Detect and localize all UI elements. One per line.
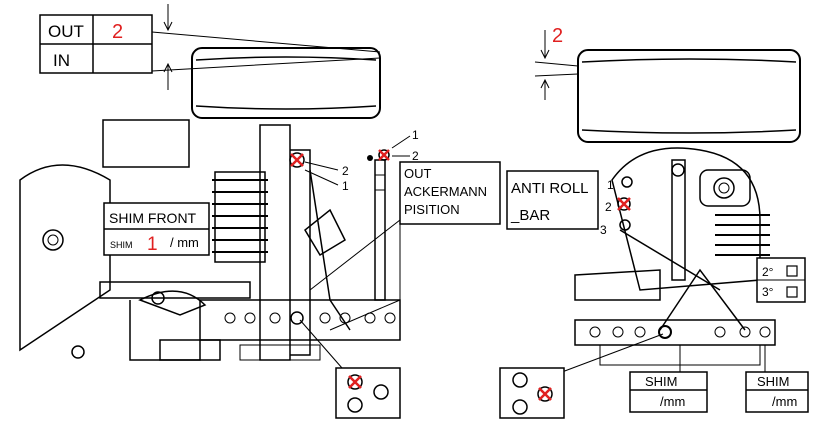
shim-right-unit: /mm — [772, 394, 797, 409]
anti-roll-positions: 1 2 3 — [600, 176, 633, 237]
left-tire — [191, 47, 381, 119]
toe-in-label: IN — [53, 51, 70, 70]
angle-3deg: 3° — [762, 285, 774, 299]
arb-position-1: 1 — [607, 178, 614, 192]
left-callout-2-top: 2 — [412, 149, 419, 163]
left-front-view: OUT 2 IN — [19, 4, 501, 419]
right-bottom-bolts — [589, 325, 771, 339]
shim-right-label: SHIM — [757, 374, 790, 389]
angle-2deg: 2° — [762, 265, 774, 279]
anti-roll-bar-box: ANTI ROLL _BAR — [506, 170, 599, 230]
left-pivot-right-icon — [378, 149, 390, 161]
shim-front-box: SHIM FRONT SHIM 1 / mm — [103, 202, 210, 256]
left-chassis-bolt-icon — [42, 229, 64, 251]
left-pivot-right-x-icon — [378, 149, 390, 161]
ackermann-line1: OUT — [404, 166, 432, 181]
left-spring — [212, 171, 268, 263]
right-hole-pattern — [499, 367, 565, 419]
toe-out-value: 2 — [112, 21, 123, 43]
right-tire — [577, 49, 801, 143]
arb-hole-3-icon — [619, 219, 631, 231]
left-dimension-arrow-top — [163, 4, 173, 32]
arb-hole-2-icon — [617, 197, 631, 211]
arb-position-2: 2 — [605, 200, 612, 214]
shim-right-box: SHIM /mm — [745, 371, 809, 413]
shim-front-title: SHIM FRONT — [109, 210, 197, 226]
ackermann-line2: ACKERMANN — [404, 184, 487, 199]
arb-hole-2-x-icon — [617, 197, 631, 211]
left-dimension-arrow-bottom — [163, 62, 173, 90]
left-bottom-bolts — [224, 312, 396, 324]
arb-hole-1-icon — [621, 176, 633, 188]
right-rear-view: 2 — [499, 25, 809, 419]
arb-position-3: 3 — [600, 223, 607, 237]
left-bottom-bolt-icon — [71, 345, 85, 359]
ackermann-box: OUT ACKERMANN PISITION — [399, 161, 501, 225]
anti-roll-line2: _BAR — [510, 207, 550, 224]
right-dimension-arrow-bottom — [540, 78, 550, 100]
right-hub — [699, 169, 751, 207]
right-hole-center-x-icon — [538, 387, 552, 401]
right-toe-value: 2 — [552, 25, 563, 47]
left-pivot-upper-x-icon — [290, 153, 304, 167]
left-callout-1-mid: 1 — [342, 179, 349, 193]
angle-2deg-checkbox — [786, 265, 798, 277]
ackermann-line3: PISITION — [404, 202, 460, 217]
right-hole-left-icon — [512, 372, 528, 388]
right-dimension-arrow-top — [540, 30, 550, 60]
left-hole-pattern — [335, 367, 401, 419]
left-callout-1-top: 1 — [412, 128, 419, 142]
shim-left-box: SHIM /mm — [629, 371, 708, 413]
angle-3deg-checkbox — [786, 286, 798, 298]
anti-roll-line1: ANTI ROLL — [511, 180, 589, 197]
left-callout-2-mid: 2 — [342, 164, 349, 178]
left-hole-top-x-icon — [348, 375, 362, 389]
empty-label-box — [102, 119, 190, 168]
shim-left-label: SHIM — [645, 374, 678, 389]
left-hole-top-icon — [347, 374, 363, 390]
right-hole-bottom-icon — [512, 399, 528, 415]
left-pivot-upper-icon — [289, 152, 305, 168]
shim-front-small-label: SHIM — [110, 240, 133, 250]
toe-out-label: OUT — [48, 22, 84, 41]
shim-front-value: 1 — [147, 234, 158, 255]
right-hole-center-icon — [537, 386, 553, 402]
left-hole-bottom-icon — [347, 397, 363, 413]
angle-selector: 2° 3° — [756, 257, 806, 303]
shim-front-unit: / mm — [170, 235, 199, 250]
right-spring — [715, 214, 770, 256]
shim-left-unit: /mm — [660, 394, 685, 409]
toe-table: OUT 2 IN — [39, 14, 153, 74]
left-hole-right-icon — [373, 384, 389, 400]
